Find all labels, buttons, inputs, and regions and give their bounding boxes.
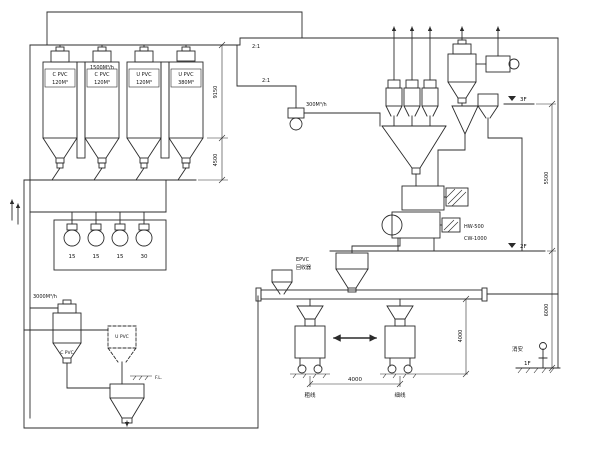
- rotary-feeder: 300M³/h: [287, 102, 381, 131]
- bagging-station-fine: 细线: [380, 305, 420, 399]
- silo-3-material-label: U PVC: [136, 72, 152, 78]
- silo-4-material-label: U PVC: [178, 72, 194, 78]
- storage-silo-4: U PVC 380M³: [168, 44, 204, 181]
- epvc-recycler: EPVC 回收器: [271, 257, 311, 295]
- pump-rating-3: 15: [117, 254, 124, 260]
- pump-rating-1: 15: [69, 254, 76, 260]
- silo-2-material-label: C PVC: [94, 72, 110, 78]
- day-hopper-c-pvc: 3000M³/h C PVC: [29, 294, 111, 389]
- dim-silo-cone: 4500: [213, 154, 219, 167]
- bagging-station-coarse: 粗线: [290, 305, 330, 399]
- slope-a-label: 2:1: [252, 44, 260, 50]
- ground-cyclone-receiver: [109, 383, 145, 427]
- bagging-span-dimension: 4000: [306, 376, 404, 388]
- silo-1-capacity-label: 120M³: [52, 80, 68, 86]
- roof-feed-silo: [437, 39, 479, 187]
- weigh-bins: [385, 79, 439, 127]
- storage-silo-3: U PVC 120M³: [126, 44, 162, 181]
- pump-rating-2: 15: [93, 254, 100, 260]
- fire-hydrant: 消安: [512, 342, 548, 369]
- dim-silo-total: 9150: [213, 86, 219, 99]
- day-hopper-c-pvc-label: C PVC: [60, 350, 74, 356]
- floor-markers: 3F 2F 1F: [329, 96, 561, 374]
- exhaust-vents: [391, 26, 501, 81]
- dim-bagging-height: 4000: [458, 330, 464, 343]
- slope-b-label: 2:1: [262, 78, 270, 84]
- screw-conveyor: [255, 287, 559, 307]
- recovery-cyclone: [335, 252, 369, 293]
- roof-line-flow-label: 1500M³/h: [90, 65, 114, 71]
- storage-silo-1: C PVC 120M³: [42, 44, 78, 181]
- cooling-mixer-label: CW-1000: [464, 236, 487, 242]
- silo-3-capacity-label: 120M³: [136, 80, 152, 86]
- silo-1-material-label: C PVC: [52, 72, 68, 78]
- fine-line-label: 细线: [394, 391, 406, 399]
- fire-hydrant-label: 消安: [512, 345, 524, 353]
- feed-line-flow-label: 300M³/h: [306, 102, 327, 108]
- heating-mixer-label: HW-500: [464, 224, 484, 230]
- day-hopper-u-pvc-label: U PVC: [115, 334, 129, 340]
- cooling-mixer: CW-1000: [351, 211, 487, 254]
- coarse-line-label: 粗线: [304, 391, 316, 399]
- silo-height-dimension: 9150 4500: [198, 41, 228, 184]
- floor-height-dimension: 5500 6000: [536, 100, 556, 372]
- silo-access-ladders: [76, 61, 170, 159]
- bagging-height-dimension: 4000: [420, 295, 482, 378]
- dim-floor3-to-2: 5500: [544, 172, 550, 185]
- dim-floor2-to-1: 6000: [544, 304, 550, 317]
- dust-collector: [475, 55, 523, 252]
- collecting-hopper: [381, 125, 447, 187]
- day-hopper-u-pvc: U PVC F.L.: [23, 325, 162, 385]
- silo-4-capacity-label: 380M³: [178, 80, 194, 86]
- bottom-line-flow-label: 3000M³/h: [33, 294, 57, 300]
- floor-3f-label: 3F: [520, 97, 527, 103]
- floor-2f-label: 2F: [520, 244, 527, 250]
- silo-2-capacity-label: 120M³: [94, 80, 110, 86]
- pump-rating-4: 30: [141, 254, 148, 260]
- heating-mixer: HW-500: [401, 185, 484, 230]
- floor-1f-label: 1F: [524, 361, 531, 367]
- recycler-label-line2: 回收器: [296, 264, 311, 271]
- pneumatic-piping: 1500M³/h 2:1 2:1: [9, 11, 559, 429]
- recycler-label-line1: EPVC: [296, 257, 310, 263]
- dim-bagging-span: 4000: [348, 377, 362, 383]
- floor-level-label: F.L.: [155, 375, 162, 381]
- blower-station: 15 15 15 30: [29, 179, 167, 271]
